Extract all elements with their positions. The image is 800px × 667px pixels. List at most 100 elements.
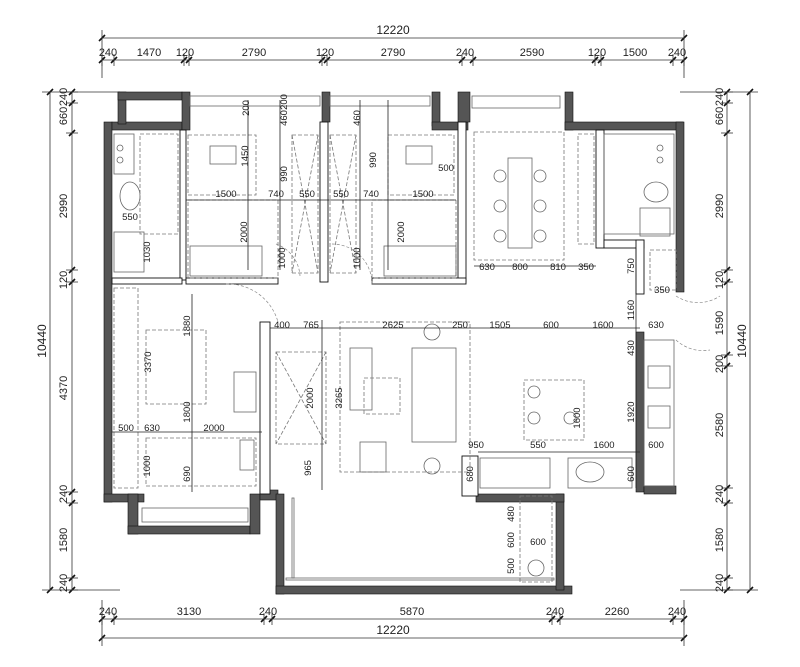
bottom-total-dim: 12220	[376, 623, 410, 637]
left-seg-5: 4370	[58, 376, 70, 400]
dim-680: 680	[465, 466, 476, 482]
dim-950: 950	[468, 440, 484, 451]
door-swings	[225, 243, 721, 351]
top-seg-4: 2790	[242, 47, 266, 59]
dim-1600c: 1600	[593, 440, 614, 451]
left-seg-7: 1580	[58, 528, 70, 552]
top-seg-5: 120	[316, 47, 334, 59]
bottom-segment-labels: 240 3130 240 5870 240 2260 240	[99, 606, 686, 618]
dim-350a: 350	[578, 262, 594, 273]
dim-1000a: 1000	[277, 247, 288, 268]
bottom-seg-1: 240	[99, 606, 117, 618]
dim-250: 250	[452, 320, 468, 331]
top-seg-6: 2790	[381, 47, 405, 59]
dim-965: 965	[303, 460, 314, 476]
dim-600a: 600	[543, 320, 559, 331]
top-seg-8: 2590	[520, 47, 544, 59]
dim-500a: 500	[438, 163, 454, 174]
left-seg-8: 240	[58, 574, 70, 592]
dim-2000c: 2000	[305, 387, 316, 408]
right-seg-7: 2580	[714, 413, 726, 437]
furniture	[113, 95, 677, 583]
dim-990b: 990	[368, 152, 379, 168]
dim-800: 800	[512, 262, 528, 273]
bottom-seg-5: 240	[546, 606, 564, 618]
left-dimension-chain	[42, 88, 120, 594]
left-seg-6: 240	[58, 485, 70, 503]
top-seg-3: 120	[176, 47, 194, 59]
right-total-dim: 10440	[735, 324, 749, 358]
dim-630a: 630	[479, 262, 495, 273]
left-seg-4: 120	[58, 271, 70, 289]
dim-1160: 1160	[626, 300, 637, 320]
dim-460b: 460	[352, 110, 363, 126]
dim-1450: 1450	[240, 145, 251, 166]
dim-550c: 550	[122, 212, 138, 223]
dim-1500b: 1500	[412, 189, 433, 200]
left-seg-2: 660	[58, 107, 70, 125]
dim-990a: 990	[279, 166, 290, 182]
left-segment-labels: 240 660 2990 120 4370 240 1580 240	[58, 88, 70, 592]
dim-600d: 600	[506, 532, 517, 548]
dim-1030: 1030	[142, 241, 153, 262]
right-seg-9: 1580	[714, 528, 726, 552]
dim-2000d: 2000	[203, 423, 224, 434]
left-total-dim: 10440	[35, 324, 49, 358]
dim-1920: 1920	[626, 401, 637, 422]
dim-460a: 460	[279, 110, 290, 126]
dim-600b: 600	[648, 440, 664, 451]
dim-550d: 550	[530, 440, 546, 451]
interior-dim-lines	[112, 100, 640, 492]
right-dimension-chain	[680, 88, 758, 594]
top-seg-9: 120	[588, 47, 606, 59]
dim-550a: 550	[299, 189, 315, 200]
bottom-seg-3: 240	[259, 606, 277, 618]
bottom-dimension-chain	[98, 600, 688, 646]
top-seg-1: 240	[99, 47, 117, 59]
dim-690: 690	[182, 466, 193, 482]
right-seg-10: 240	[714, 574, 726, 592]
dim-765: 765	[303, 320, 319, 331]
right-seg-2: 660	[714, 107, 726, 125]
dim-3265: 3265	[334, 387, 345, 408]
right-seg-3: 2990	[714, 194, 726, 218]
dim-2000b: 2000	[396, 221, 407, 242]
dim-600e: 600	[530, 537, 546, 548]
dim-350b: 350	[654, 285, 670, 296]
dim-750: 750	[626, 258, 637, 274]
dim-2625: 2625	[382, 320, 403, 331]
dim-630c: 630	[144, 423, 160, 434]
right-segment-labels: 240 660 2990 120 1590 200 2580 240 1580 …	[714, 88, 726, 592]
top-seg-2: 1470	[137, 47, 161, 59]
dim-430: 430	[626, 340, 637, 356]
bottom-seg-7: 240	[668, 606, 686, 618]
dim-740b: 740	[363, 189, 379, 200]
interior-walls	[111, 121, 645, 497]
right-seg-6: 200	[714, 355, 726, 373]
dim-1600b: 1600	[572, 407, 583, 428]
dim-1000b: 1000	[352, 247, 363, 268]
top-dimension-chain	[98, 30, 688, 78]
dim-480: 480	[506, 506, 517, 522]
right-seg-4: 120	[714, 271, 726, 289]
dim-1000c: 1000	[142, 455, 153, 476]
interior-dimension-labels: 200 460 200 460 1450 990 990 500 1500 74…	[118, 94, 670, 574]
left-seg-3: 2990	[58, 194, 70, 218]
left-seg-1: 240	[58, 88, 70, 106]
right-seg-5: 1590	[714, 311, 726, 335]
top-total-dim: 12220	[376, 23, 410, 37]
dim-500b: 500	[118, 423, 134, 434]
dim-200b: 200	[279, 94, 290, 110]
dim-550b: 550	[333, 189, 349, 200]
dim-3370: 3370	[143, 351, 154, 372]
dim-1505: 1505	[489, 320, 510, 331]
dim-1880: 1880	[182, 315, 193, 336]
right-seg-8: 240	[714, 485, 726, 503]
top-seg-11: 240	[668, 47, 686, 59]
dim-1500a: 1500	[215, 189, 236, 200]
dim-740a: 740	[268, 189, 284, 200]
dim-1600a: 1600	[592, 320, 613, 331]
bottom-seg-4: 5870	[400, 606, 424, 618]
dim-500c: 500	[506, 558, 517, 574]
